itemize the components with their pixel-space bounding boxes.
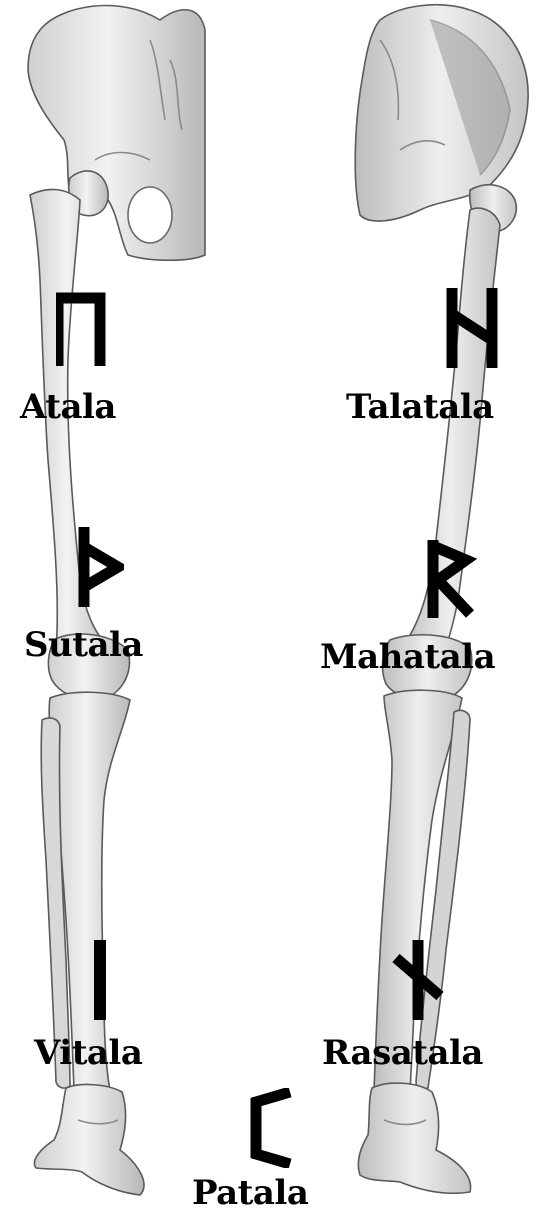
left-foot [34,1085,144,1195]
perthro-rune-icon [246,1088,296,1168]
naudhiz-rune-icon [392,940,448,1020]
label-vitala: Vitala [34,1036,142,1070]
label-talatala: Talatala [346,390,494,424]
label-rasatala: Rasatala [322,1036,483,1070]
label-atala: Atala [20,390,116,424]
label-patala: Patala [192,1176,308,1210]
hagalaz-rune-icon [446,288,498,368]
uruz-rune-icon [56,292,106,366]
isa-rune-icon [90,940,110,1020]
label-sutala: Sutala [24,628,143,662]
thurisaz-rune-icon [78,527,124,607]
label-mahatala: Mahatala [320,640,495,674]
right-foot [358,1083,470,1193]
raidho-rune-icon [426,540,478,618]
